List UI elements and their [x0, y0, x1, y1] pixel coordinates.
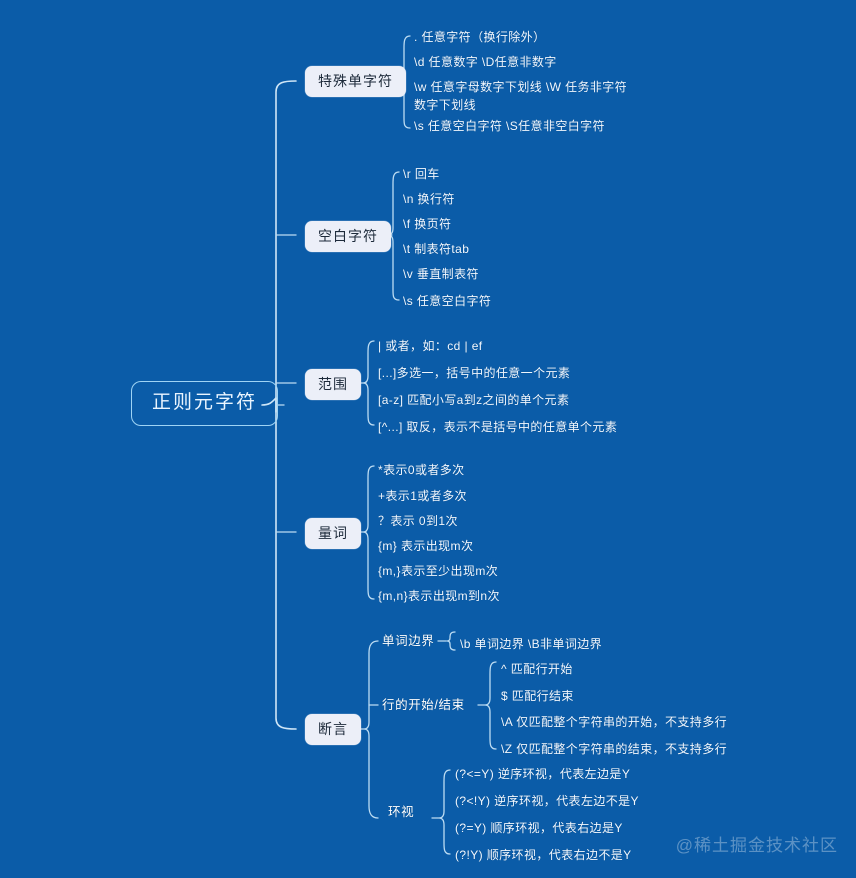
watermark: @稀土掘金技术社区: [675, 836, 838, 855]
branch-node-label: 量词: [318, 525, 348, 541]
leaf-item: *表示0或者多次: [378, 463, 465, 477]
leaf-item: [^...] 取反，表示不是括号中的任意单个元素: [378, 420, 618, 434]
branch-node-range[interactable]: 范围: [305, 369, 361, 401]
leaf-item: (?!Y) 顺序环视，代表右边不是Y: [455, 848, 632, 862]
leaf-item: \A 仅匹配整个字符串的开始，不支持多行: [501, 715, 728, 729]
leaf-item: $ 匹配行结束: [501, 689, 574, 703]
leaf-item: ？表示 0到1次: [378, 514, 458, 528]
leaf-item: {m,}表示至少出现m次: [378, 564, 499, 578]
leaf-item: {m,n}表示出现m到n次: [378, 589, 500, 603]
leaf-item: \b 单词边界 \B非单词边界: [460, 637, 603, 651]
branch-node-quantifier[interactable]: 量词: [305, 518, 361, 550]
leaf-item: [...]多选一，括号中的任意一个元素: [378, 366, 571, 380]
leaf-item: \s 任意空白字符: [403, 294, 492, 308]
leaf-item: +表示1或者多次: [378, 489, 467, 503]
leaf-item: (?<=Y) 逆序环视，代表左边是Y: [455, 767, 631, 781]
branch-node-label: 范围: [318, 376, 348, 392]
root-node-label: 正则元字符: [152, 392, 258, 413]
leaf-item: \s 任意空白字符 \S任意非空白字符: [414, 119, 605, 133]
branch-node-label: 特殊单字符: [318, 73, 393, 89]
leaf-item: \w 任意字母数字下划线 \W 任务非字符数字下划线: [414, 80, 628, 112]
leaf-item: \d 任意数字 \D任意非数字: [414, 55, 557, 69]
branch-node-assertion[interactable]: 断言: [305, 714, 361, 746]
leaf-item: ^ 匹配行开始: [501, 662, 573, 676]
branch-node-label: 空白字符: [318, 228, 378, 244]
leaf-item: {m} 表示出现m次: [378, 539, 474, 553]
leaf-item: [a-z] 匹配小写a到z之间的单个元素: [378, 393, 570, 407]
branch-node-label: 断言: [318, 721, 348, 737]
sub-branch-line-anchors[interactable]: 行的开始/结束: [382, 698, 465, 712]
branch-node-whitespace[interactable]: 空白字符: [305, 221, 391, 253]
leaf-item: | 或者，如：cd | ef: [378, 339, 483, 353]
leaf-item: \f 换页符: [403, 217, 452, 231]
sub-branch-word-boundary[interactable]: 单词边界: [382, 634, 434, 648]
leaf-item: (?<!Y) 逆序环视，代表左边不是Y: [455, 794, 639, 808]
root-node[interactable]: 正则元字符: [131, 381, 279, 426]
leaf-item: \Z 仅匹配整个字符串的结束，不支持多行: [501, 742, 727, 756]
leaf-item: . 任意字符（换行除外）: [414, 30, 546, 44]
sub-branch-label: 环视: [388, 805, 415, 819]
sub-branch-lookaround[interactable]: 环视: [388, 805, 414, 819]
sub-branch-label: 单词边界: [382, 634, 435, 648]
leaf-item: \t 制表符tab: [403, 242, 470, 256]
leaf-item: \v 垂直制表符: [403, 267, 479, 281]
sub-branch-label: 行的开始/结束: [382, 698, 465, 712]
branch-node-special-chars[interactable]: 特殊单字符: [305, 66, 406, 98]
leaf-item: \r 回车: [403, 167, 440, 181]
leaf-item: (?=Y) 顺序环视，代表右边是Y: [455, 821, 623, 835]
leaf-item: \n 换行符: [403, 192, 455, 206]
